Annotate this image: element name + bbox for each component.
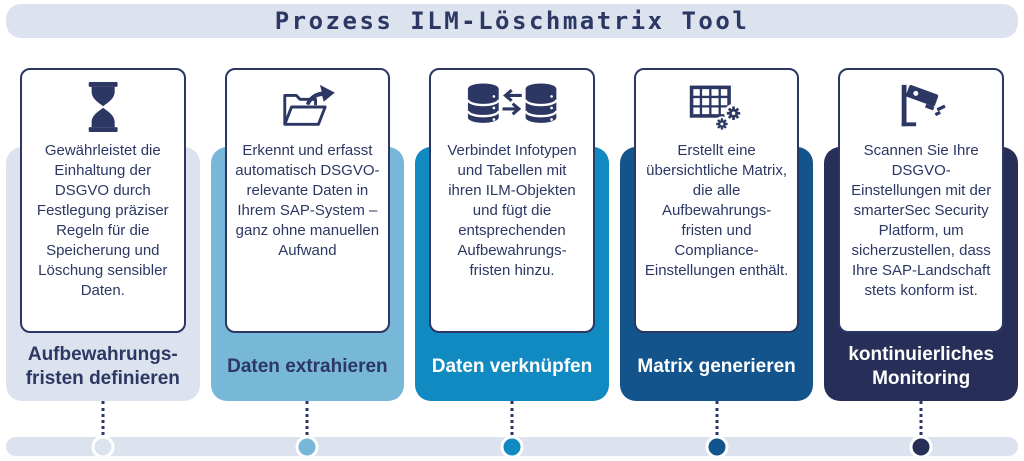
- timeline-dot: [500, 435, 524, 458]
- steps-row: Gewährleistet die Einhaltung der DSGVO d…: [6, 62, 1018, 435]
- dotted-connector: [715, 401, 719, 435]
- step-card: Verbindet Infotypen und Tabellen mit ihr…: [429, 68, 595, 333]
- process-step: Scannen Sie Ihre DSGVO-Einstellungen mit…: [824, 62, 1018, 435]
- cctv-camera-icon: [894, 80, 948, 134]
- step-description: Verbindet Infotypen und Tabellen mit ihr…: [447, 142, 577, 279]
- step-label: Matrix generieren: [637, 355, 796, 377]
- step-label: Daten verknüpfen: [431, 355, 593, 377]
- step-label: kontinuierliches Monitoring: [848, 343, 995, 389]
- page-title: Prozess ILM-Löschmatrix Tool: [6, 4, 1018, 38]
- timeline: [6, 435, 1018, 458]
- step-card: Gewährleistet die Einhaltung der DSGVO d…: [20, 68, 186, 333]
- dotted-connector: [510, 401, 514, 435]
- timeline-dot: [295, 435, 319, 458]
- process-step: Verbindet Infotypen und Tabellen mit ihr…: [415, 62, 609, 435]
- folder-export-icon: [279, 80, 337, 134]
- step-description: Scannen Sie Ihre DSGVO-Einstellungen mit…: [851, 142, 992, 299]
- process-step: Gewährleistet die Einhaltung der DSGVO d…: [6, 62, 200, 435]
- hourglass-icon: [82, 80, 124, 134]
- timeline-dot: [91, 435, 115, 458]
- database-sync-icon: [466, 80, 558, 134]
- step-card: Erstellt eine übersichtliche Matrix, die…: [633, 68, 800, 333]
- timeline-dot: [705, 435, 729, 458]
- dotted-connector: [305, 401, 309, 435]
- process-step: Erstellt eine übersichtliche Matrix, die…: [619, 62, 814, 435]
- matrix-gears-icon: [688, 80, 745, 134]
- timeline-dot: [909, 435, 933, 458]
- process-step: Erkennt und erfasst automatisch DSGVO-re…: [210, 62, 405, 435]
- step-label: Daten extrahieren: [227, 355, 388, 377]
- step-label: Aufbewahrungs- fristen definieren: [25, 343, 180, 389]
- dotted-connector: [919, 401, 923, 435]
- step-card: Erkennt und erfasst automatisch DSGVO-re…: [224, 68, 391, 333]
- step-description: Erkennt und erfasst automatisch DSGVO-re…: [235, 142, 380, 259]
- step-card: Scannen Sie Ihre DSGVO-Einstellungen mit…: [838, 68, 1004, 333]
- step-description: Gewährleistet die Einhaltung der DSGVO d…: [36, 142, 169, 299]
- step-description: Erstellt eine übersichtliche Matrix, die…: [644, 142, 789, 279]
- dotted-connector: [101, 401, 105, 435]
